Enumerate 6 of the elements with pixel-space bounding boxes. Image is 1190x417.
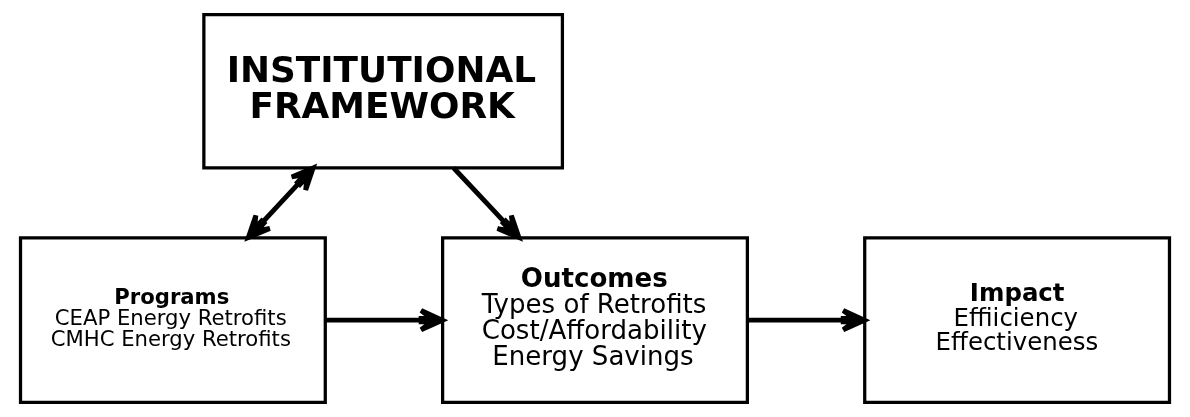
node-box: Impact Effiiciency Effectiveness [863,236,1172,405]
node-box: Outcomes Types of Retrofits Cost/Affordability Energy Savings [441,236,749,405]
node-box: Programs CEAP Energy Retrofits CMHC Energy Retrofits [18,236,327,405]
arrow [451,166,522,240]
node-box: INSTITUTIONAL FRAMEWORK [202,12,565,170]
arrow [245,165,316,240]
